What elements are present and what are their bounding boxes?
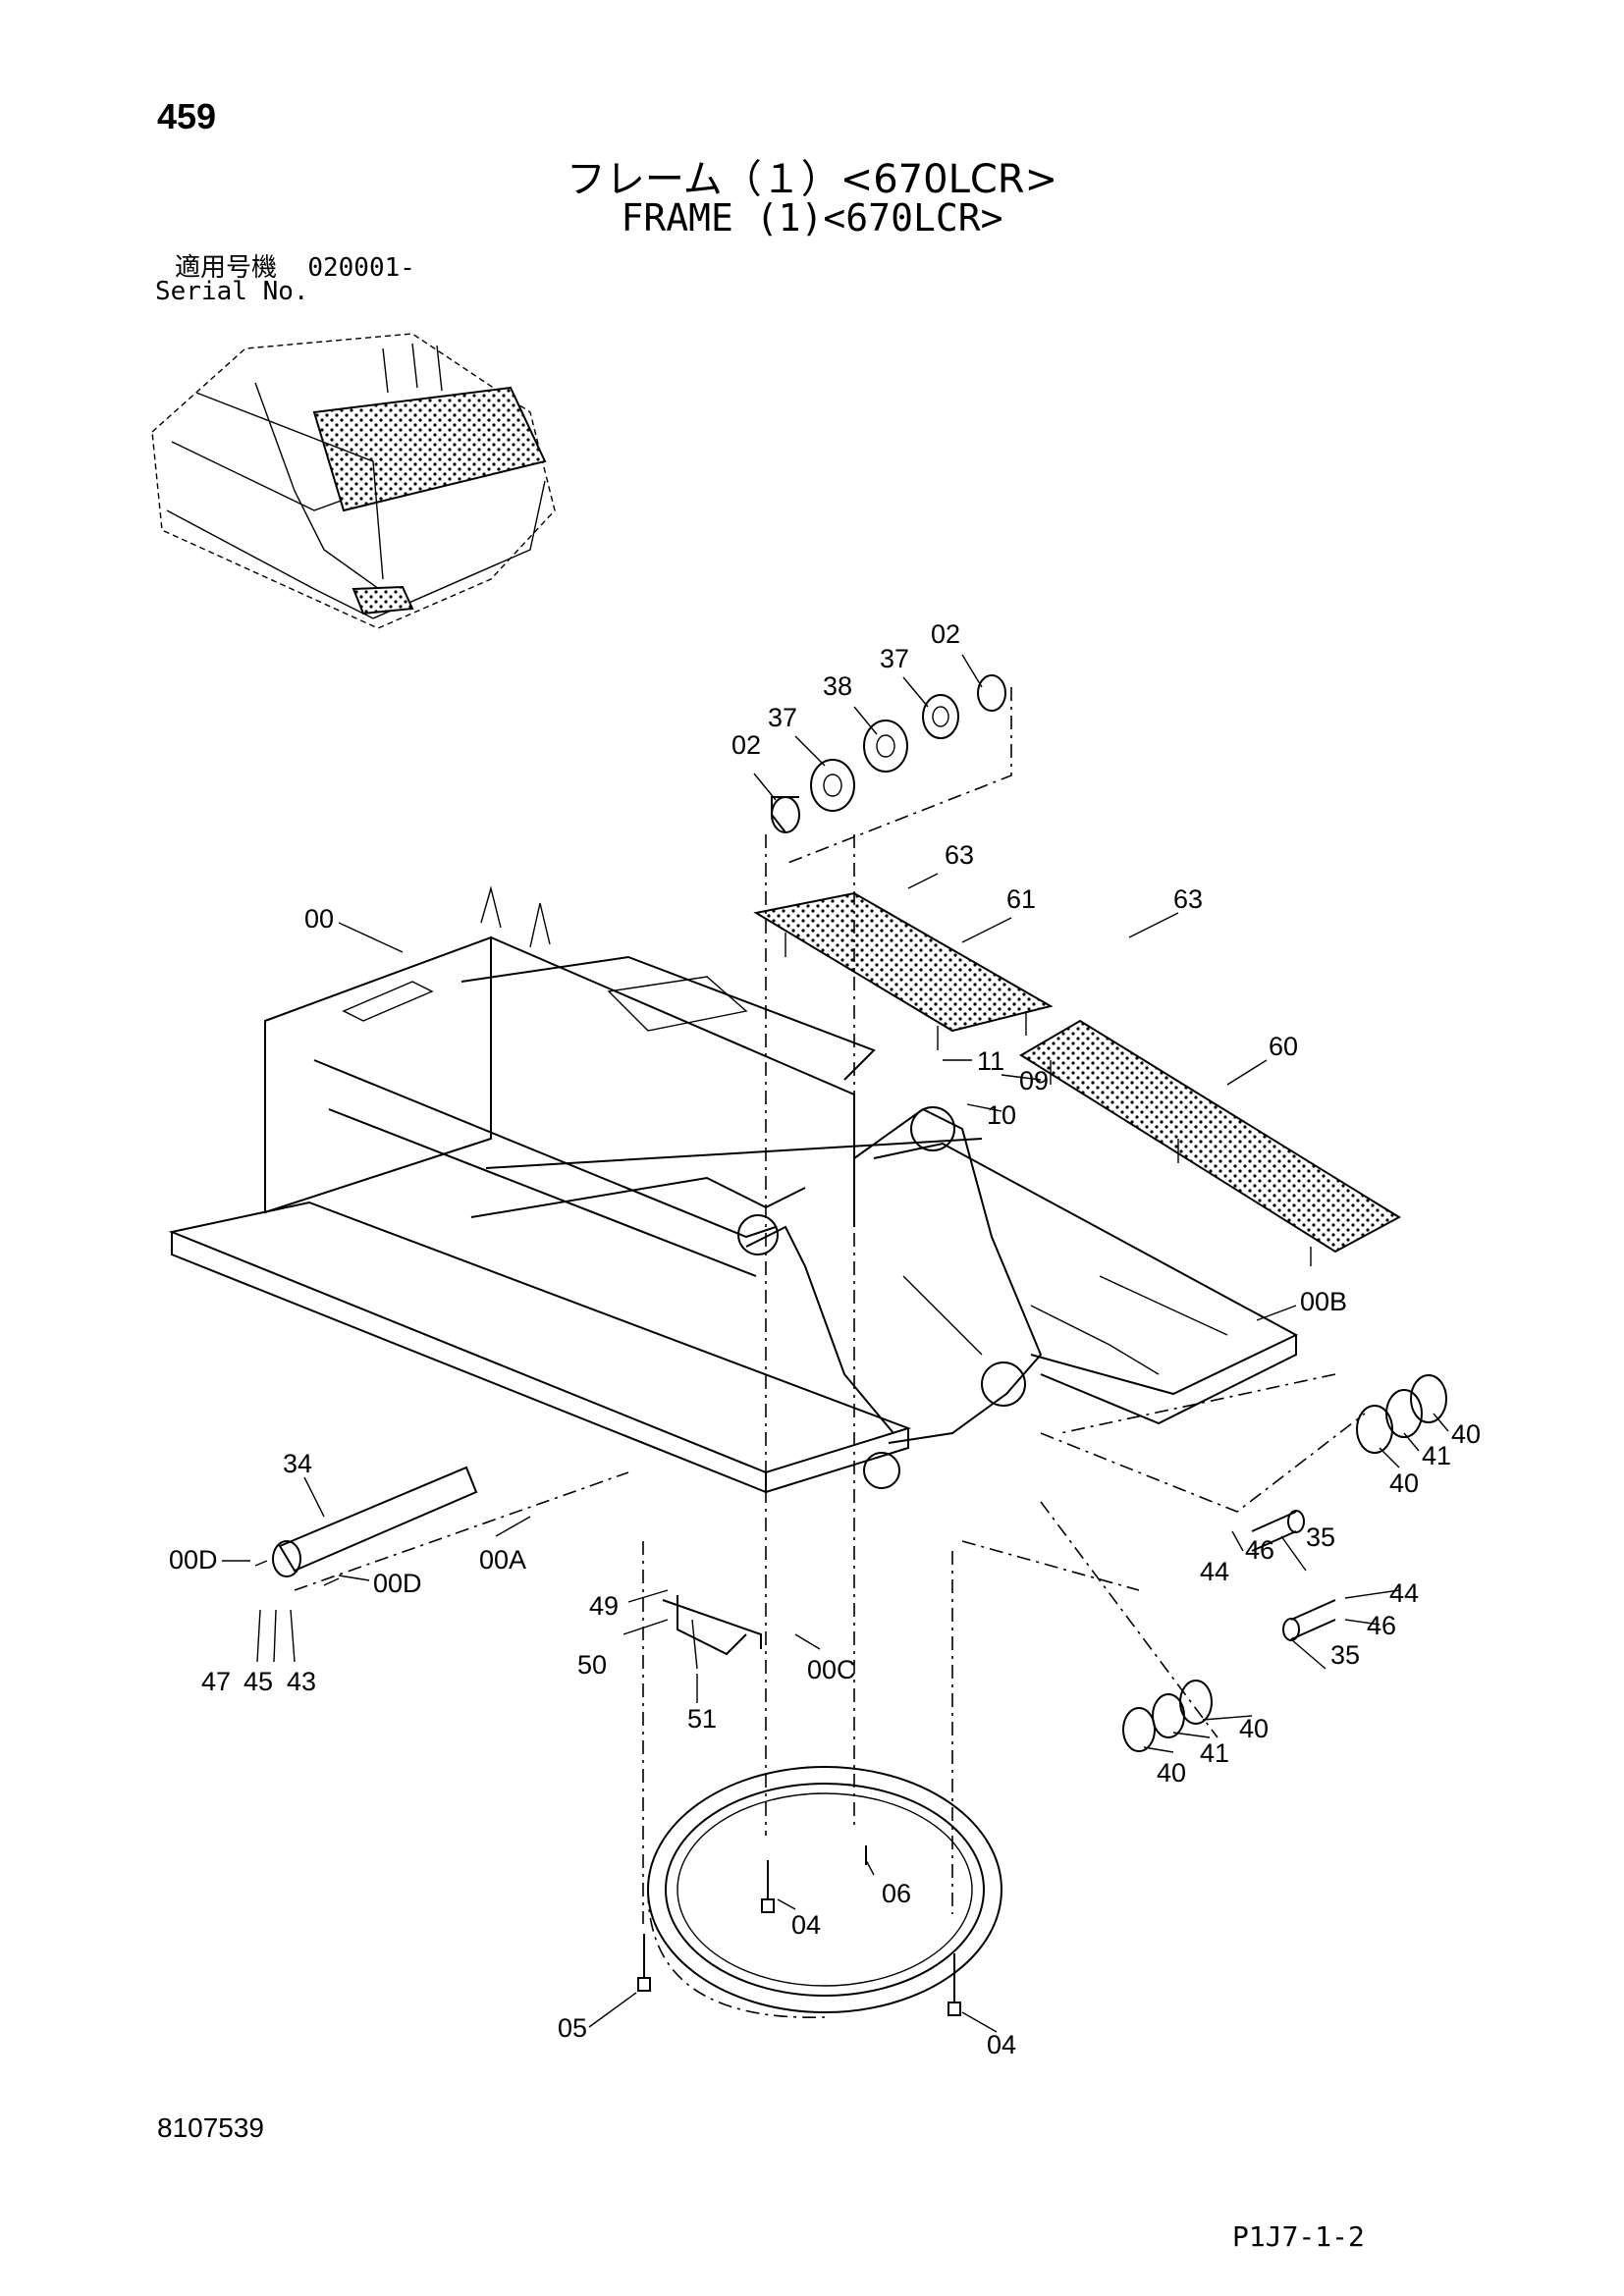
callout-38: 38 [823,671,852,701]
page-number: 459 [157,96,217,136]
callout-00C: 00C [807,1655,856,1684]
callout-44-lower: 44 [1389,1578,1419,1608]
title-japanese: フレーム（１）<670LCR> [566,157,1058,202]
bracket-assembly [662,1595,762,1670]
bolts [637,1845,961,2016]
reference-lines [294,687,1366,1924]
callout-00B: 00B [1300,1287,1347,1316]
serial-label-jp-text: 適用号機 [175,253,278,283]
callout-labels: 02 37 38 37 02 63 61 00 63 60 11 09 10 0… [169,619,1481,2059]
callout-41-lower: 41 [1200,1738,1229,1768]
callout-04-bottom: 04 [987,2030,1016,2059]
callout-09: 09 [1019,1066,1049,1095]
callout-40-lower-right: 40 [1239,1714,1269,1743]
callout-00: 00 [304,904,334,934]
swing-bearing-ring [647,1766,1002,2018]
callout-00D-right: 00D [373,1569,422,1598]
bushings-washers [771,674,1006,833]
overview-thumbnail [151,333,556,629]
callout-00A: 00A [479,1545,526,1575]
document-number: 8107539 [157,2112,265,2143]
pins-and-washers [1122,1374,1447,1752]
title-english: FRAME (1)<670LCR> [621,196,1003,240]
callout-06: 06 [882,1879,911,1908]
callout-40-lower-left: 40 [1157,1758,1186,1788]
callout-02-top: 02 [931,619,960,649]
callout-35-upper: 35 [1306,1522,1335,1552]
serial-label-english: Serial No. [155,277,309,306]
page-reference: P1J7-1-2 [1232,2220,1365,2253]
serial-label-japanese: 適用号機 020001- [175,247,415,284]
callout-37: 37 [768,703,797,732]
step-plates [753,891,1402,1266]
callout-40-upper-left: 40 [1389,1468,1419,1498]
callout-34: 34 [283,1449,312,1478]
callout-11: 11 [977,1046,1004,1076]
callout-46-upper: 46 [1245,1535,1274,1565]
callout-60: 60 [1269,1032,1298,1061]
callout-40-upper-right: 40 [1451,1419,1481,1449]
pin-34 [254,1466,478,1586]
callout-04-ring: 04 [791,1910,821,1940]
callout-46-lower: 46 [1367,1611,1396,1640]
callout-63-top: 63 [945,840,974,870]
callout-02: 02 [731,730,761,760]
callout-45: 45 [244,1667,273,1696]
callout-10: 10 [987,1100,1016,1130]
callout-50: 50 [577,1650,607,1680]
callout-63: 63 [1173,884,1203,914]
callout-51: 51 [687,1704,717,1734]
callout-43: 43 [287,1667,316,1696]
callout-05: 05 [558,2013,587,2043]
callout-61: 61 [1006,884,1036,914]
callout-41-upper: 41 [1422,1441,1451,1470]
callout-35-lower: 35 [1330,1640,1360,1670]
leader-lines [222,654,1449,2033]
callout-49: 49 [589,1591,619,1621]
main-frame [168,885,1299,1494]
callout-00D-left: 00D [169,1545,218,1575]
serial-number-value: 020001- [307,253,415,283]
callout-37-top: 37 [880,644,909,673]
callout-44-upper: 44 [1200,1557,1229,1586]
callout-47: 47 [201,1667,231,1696]
